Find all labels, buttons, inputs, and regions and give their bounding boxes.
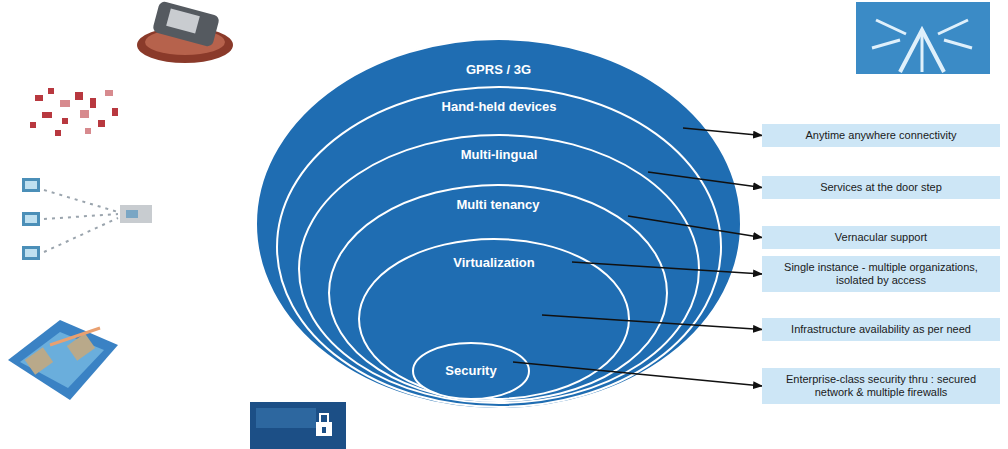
benefit-text: Single instance - multiple organizations… [770,261,992,287]
layer-label: Hand-held devices [276,99,722,114]
layer-label: Multi-lingual [298,147,700,162]
benefit-text: Enterprise-class security thru : secured… [770,373,992,399]
benefit-box: Enterprise-class security thru : secured… [762,368,1000,404]
arrow-connector [542,315,762,330]
phone-picture [137,1,233,63]
ellipse-shape [256,39,741,409]
benefit-text: Services at the door step [770,181,992,194]
ellipse-shape [413,343,529,399]
red-dots-picture [30,88,118,136]
layer-label: Security [412,363,530,378]
lock-picture [250,402,346,449]
layer-ellipse: GPRS / 3GHand-held devicesMulti-lingualM… [255,38,742,410]
arrow-connector [572,262,762,274]
layer-label: Virtualization [358,255,630,270]
layer-label: Multi tenancy [328,197,668,212]
arrow-connector [683,128,762,136]
ellipse-shape [359,239,629,399]
benefit-box: Vernacular support [762,226,1000,249]
layer-ellipse: VirtualizationSecurity [358,238,630,400]
arrow-connector [513,362,762,386]
arrow-connector [648,172,762,188]
network-picture [22,178,152,260]
layer-label: GPRS / 3G [255,62,742,77]
tower-picture [856,2,990,74]
benefit-text: Infrastructure availability as per need [770,323,992,336]
layer-ellipse: Multi tenancyVirtualizationSecurity [328,184,668,402]
layer-ellipse: Security [412,342,530,400]
benefit-box: Anytime anywhere connectivity [762,124,1000,147]
ellipse-shape [329,185,667,401]
ellipse-shape [277,87,721,407]
benefit-box: Single instance - multiple organizations… [762,256,1000,292]
layer-ellipse: Multi-lingualMulti tenancyVirtualization… [298,134,700,404]
layer-ellipse: Hand-held devicesMulti-lingualMulti tena… [276,86,722,408]
benefit-box: Services at the door step [762,176,1000,199]
benefit-text: Vernacular support [770,231,992,244]
benefit-box: Infrastructure availability as per need [762,318,1000,341]
arrow-connector [628,216,762,238]
ellipse-shape [299,135,699,403]
hardware-picture [8,320,118,400]
benefit-text: Anytime anywhere connectivity [770,129,992,142]
